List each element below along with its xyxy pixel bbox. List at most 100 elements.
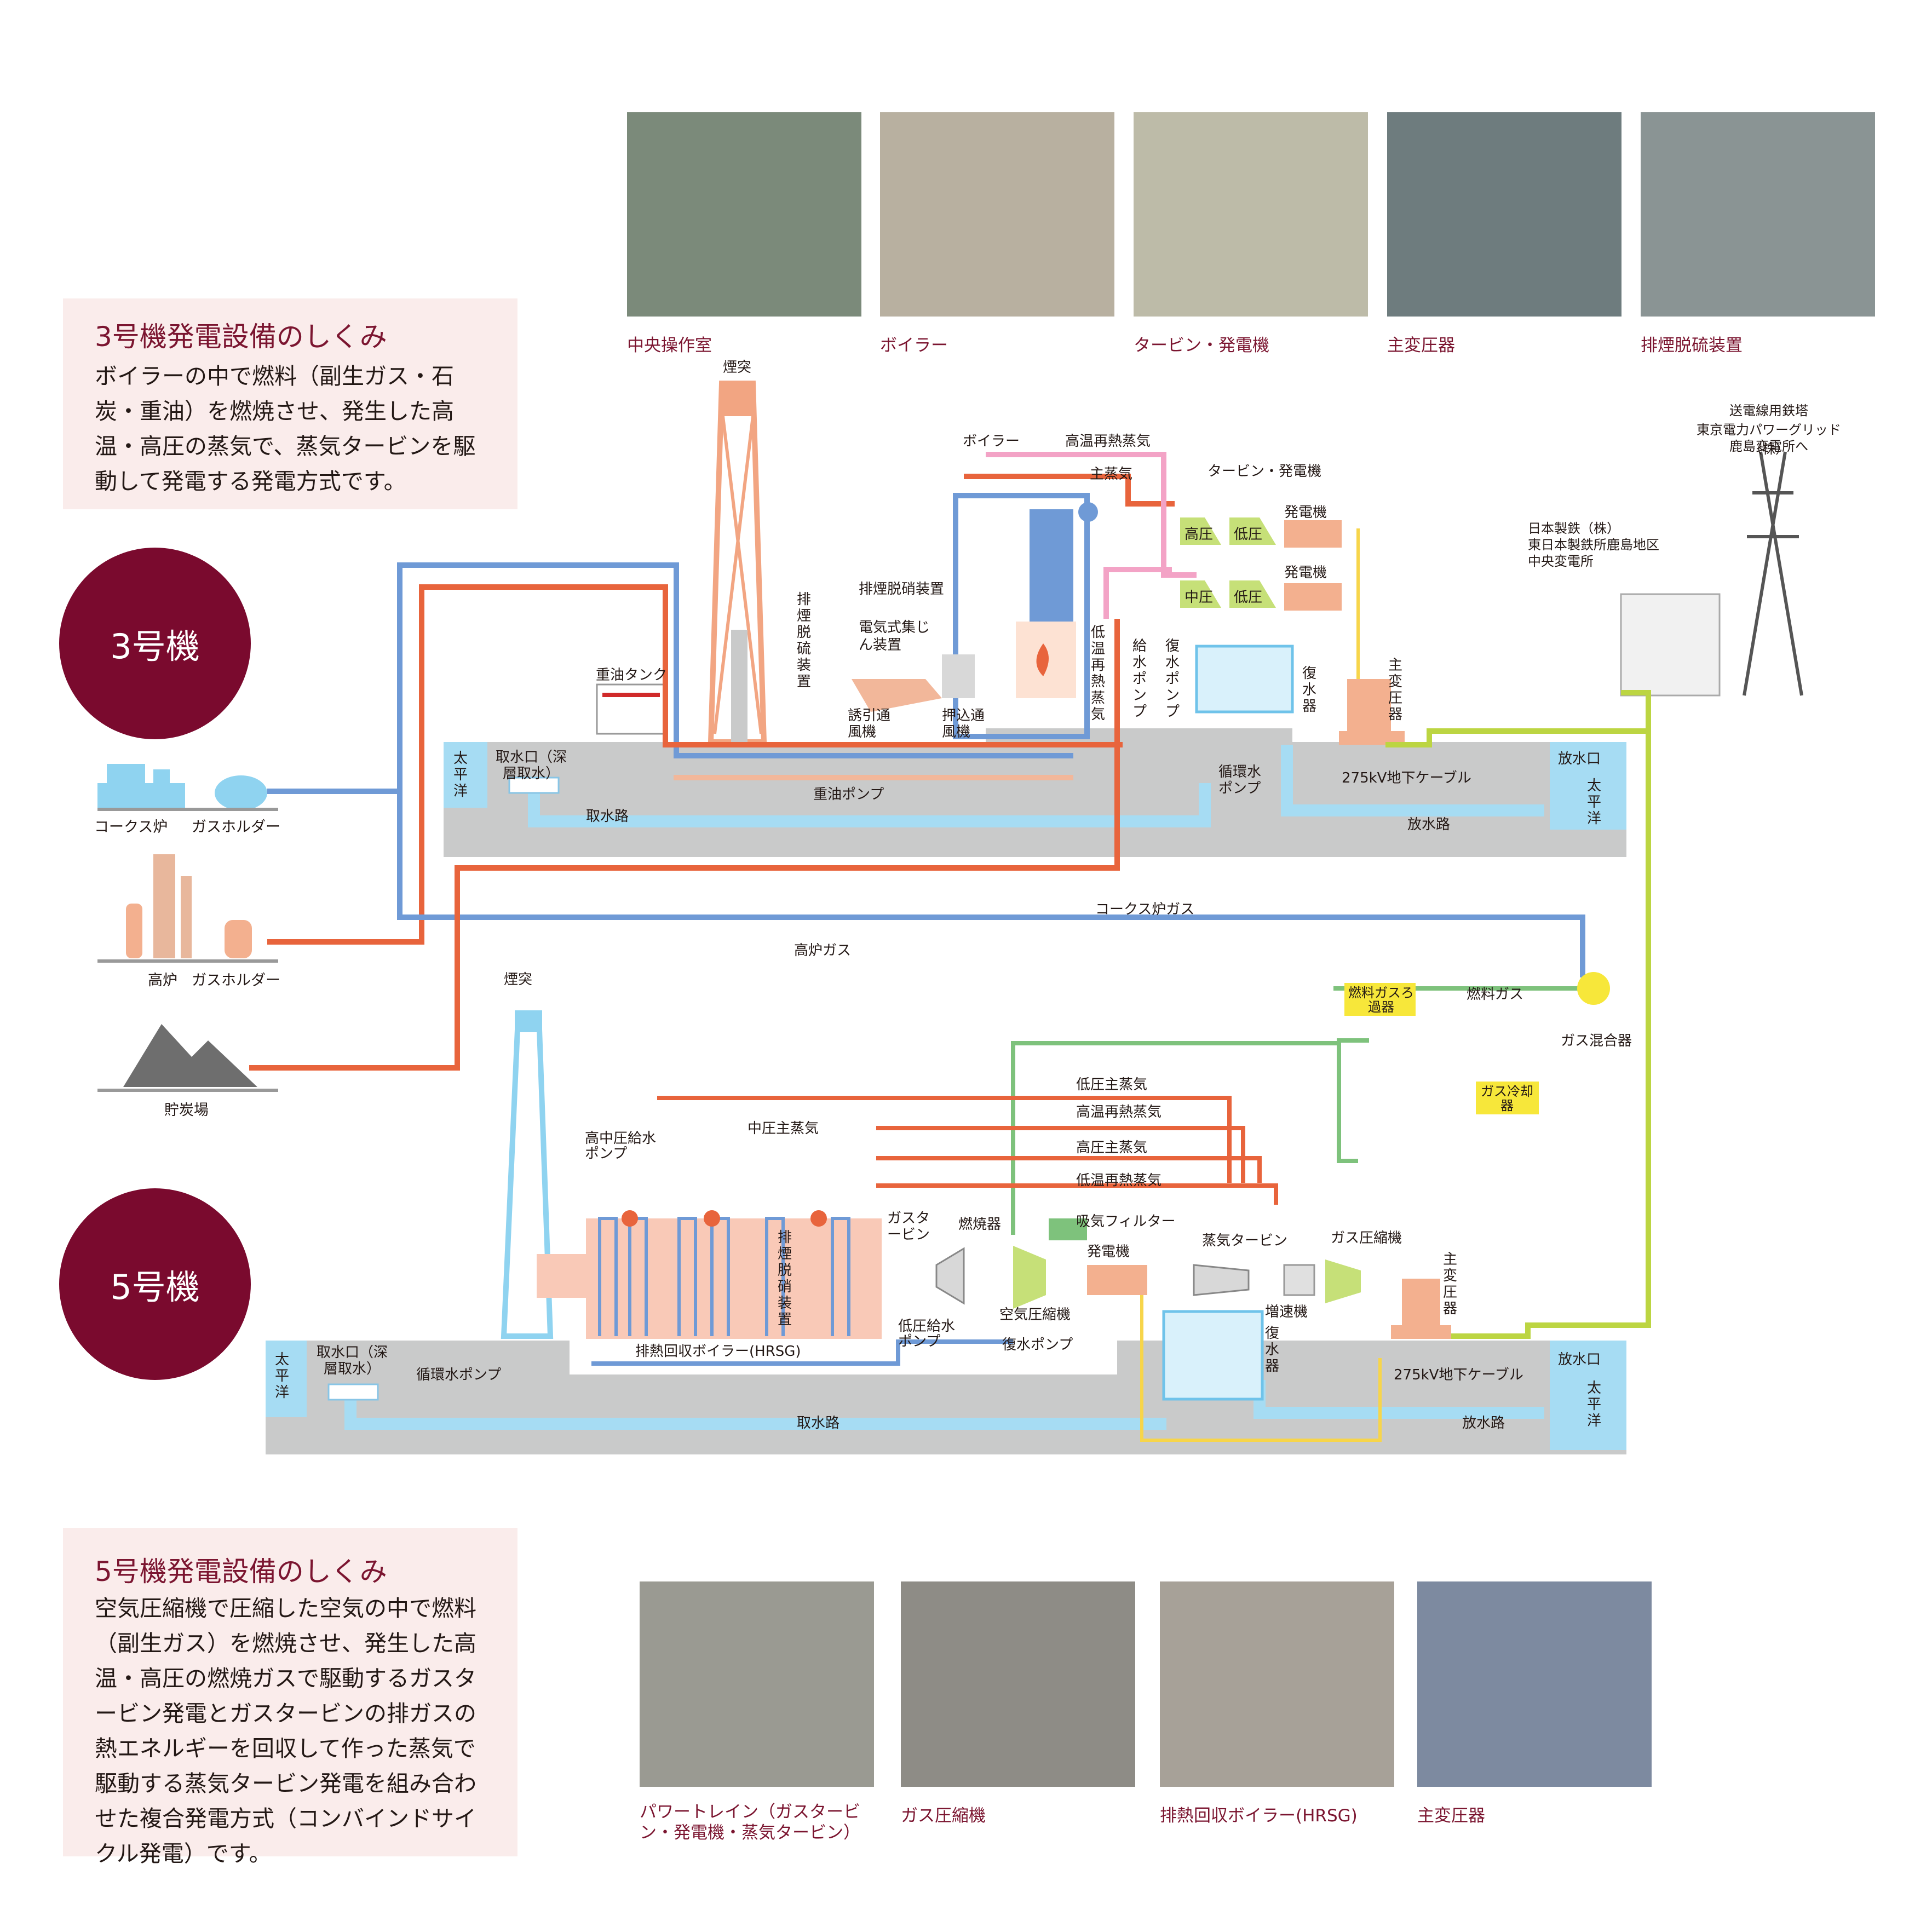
photo-transformer5: [1417, 1581, 1652, 1787]
unit5-box-title: 5号機発電設備のしくみ: [95, 1556, 387, 1588]
u3-intake-label: 取水口（深層取水）: [495, 749, 567, 782]
photo-turbine: [1134, 112, 1368, 317]
u3-hp-label: 高圧: [1185, 526, 1214, 543]
u5-condenser-label: 復水器: [1265, 1325, 1280, 1374]
u5-cond-pump-label: 復水ポンプ: [1002, 1337, 1073, 1353]
u3-tepco-label: 東京電力パワーグリッド（株）: [1697, 422, 1841, 457]
u3-tower-label: 送電線用鉄塔: [1729, 403, 1808, 418]
label-blast-furnace: 高炉: [148, 972, 177, 989]
u5-outlet-label: 放水口: [1558, 1351, 1601, 1368]
u3-pacific-left-label: 太平洋: [453, 750, 468, 800]
u5-circ-pump-label: 循環水ポンプ: [416, 1367, 502, 1383]
u5-gearbox-label: 増速機: [1265, 1304, 1308, 1320]
u5-hrsg-label: 排熱回収ボイラー(HRSG): [635, 1343, 801, 1360]
unit3-turbines: [1180, 517, 1405, 745]
u5-steam-turbine-label: 蒸気タービン: [1202, 1233, 1288, 1249]
unit3-boiler: [852, 493, 1098, 739]
unit5-hrsg: [537, 1210, 882, 1339]
unit5-powertrain: [935, 1218, 1451, 1401]
label-coal-yard: 貯炭場: [164, 1102, 209, 1119]
u5-cold-reheat-label: 低温再熱蒸気: [1076, 1172, 1162, 1189]
label-gasholder-1: ガスホルダー: [192, 819, 280, 836]
u5-ip-main-label: 中圧主蒸気: [748, 1120, 819, 1137]
u3-pacific-right-label: 太平洋: [1587, 778, 1602, 827]
caption-powertrain: パワートレイン（ガスタービン・発電機・蒸気タービン）: [640, 1802, 860, 1843]
u3-east-works-label: 東日本製鉄所鹿島地区: [1528, 537, 1659, 553]
u3-cond-pump-label: 復水ポンプ: [1165, 638, 1180, 720]
unit5-pacific-right: [1550, 1341, 1626, 1450]
u5-intake-label: 取水口（深層取水）: [316, 1344, 388, 1377]
u3-circ-pump-label: 循環水ポンプ: [1218, 764, 1262, 797]
u3-nippon-steel-label: 日本製鉄（株）: [1528, 521, 1620, 536]
u3-esp-label: 電気式集じん装置: [859, 619, 930, 653]
unit5-site: [266, 1336, 1626, 1454]
bf-gas-label: 高炉ガス: [794, 942, 852, 959]
u5-gas-cooler-label: ガス冷却器: [1481, 1084, 1533, 1113]
coke-oven-icon: [97, 764, 278, 811]
u3-lp2-label: 低圧: [1234, 589, 1263, 606]
u3-feed-pump-label: 給水ポンプ: [1132, 638, 1147, 720]
coal-yard-icon: [97, 1024, 278, 1092]
coke-gas-label: コークス炉ガス: [1095, 901, 1195, 918]
photo-powertrain: [640, 1581, 874, 1787]
u5-gas-turbine-label: ガスタービン: [887, 1210, 930, 1243]
u5-air-filter-label: 吸気フィルター: [1076, 1213, 1176, 1230]
u3-chimney-label: 煙突: [723, 359, 752, 376]
u3-main-steam-label: 主蒸気: [1090, 466, 1133, 482]
unit5-description-box: 5号機発電設備のしくみ 空気圧縮機で圧縮した空気の中で燃料（副生ガス）を燃焼させ…: [63, 1528, 518, 1867]
u5-pacific-right-label: 太平洋: [1587, 1380, 1602, 1429]
photo-hrsg: [1160, 1581, 1394, 1787]
u5-fuel-gas-label: 燃料ガス: [1467, 986, 1524, 1003]
blast-furnace-icon: [97, 854, 278, 963]
u5-fuel-filter-label: 燃料ガスろ過器: [1348, 985, 1414, 1015]
unit3-pacific-left: [444, 742, 487, 808]
u3-intake-channel-label: 取水路: [586, 808, 629, 825]
u5-gas-mixer-label: ガス混合器: [1561, 1033, 1632, 1049]
u3-kashima-label: 鹿島変電所へ: [1729, 439, 1808, 454]
unit3-description-box: 3号機発電設備のしくみ ボイラーの中で燃料（副生ガス・石炭・重油）を燃焼させ、発…: [63, 298, 518, 509]
u5-cable-label: 275kV地下ケーブル: [1394, 1367, 1523, 1383]
unit5-fuel-system: [1344, 972, 1610, 1114]
caption-boiler: ボイラー: [880, 336, 948, 355]
photo-gas-compressor: [901, 1581, 1135, 1787]
transmission-tower: [1620, 451, 1803, 697]
u5-hp-main-label: 高圧主蒸気: [1076, 1140, 1148, 1156]
unit3-oil-tank: [596, 683, 666, 735]
unit3-box-text: ボイラーの中で燃料（副生ガス・石炭・重油）を燃焼させ、発生した高温・高圧の蒸気で…: [95, 363, 476, 494]
caption-control-room: 中央操作室: [627, 336, 712, 355]
caption-transformer5: 主変圧器: [1417, 1806, 1485, 1826]
u5-hip-pump-label: 高中圧給水ポンプ: [585, 1130, 657, 1162]
u3-main-tr-label: 主変圧器: [1388, 657, 1403, 723]
u3-boiler-label: ボイラー: [963, 433, 1020, 450]
unit5-box-text: 空気圧縮機で圧縮した空気の中で燃料（副生ガス）を燃焼させ、発生した高温・高圧の燃…: [95, 1595, 476, 1867]
u5-air-compressor-label: 空気圧縮機: [999, 1307, 1071, 1323]
u5-generator-label: 発電機: [1087, 1244, 1130, 1260]
u5-combustor-label: 燃焼器: [958, 1216, 1002, 1233]
u3-hot-reheat-label: 高温再熱蒸気: [1065, 433, 1151, 450]
u5-lp-feed-pump-label: 低圧給水ポンプ: [898, 1318, 956, 1350]
u3-denox-label: 排煙脱硝装置: [859, 581, 945, 597]
u3-ip-label: 中圧: [1185, 589, 1214, 606]
caption-turbine: タービン・発電機: [1134, 336, 1269, 355]
u3-condenser-label: 復水器: [1302, 665, 1317, 715]
u5-gas-compressor-label: ガス圧縮機: [1331, 1230, 1402, 1246]
caption-transformer3: 主変圧器: [1387, 336, 1455, 355]
u3-gen1-label: 発電機: [1284, 504, 1327, 521]
unit3-badge: 3号機: [59, 548, 251, 739]
u3-oil-tank-label: 重油タンク: [596, 667, 668, 683]
unit5-pipes: [591, 690, 1651, 1442]
unit5-pacific-left: [266, 1341, 307, 1417]
u3-outlet-label: 放水口: [1558, 751, 1601, 767]
u5-denox-label: 排煙脱硝装置: [778, 1229, 792, 1328]
u5-intake-channel-label: 取水路: [797, 1415, 840, 1431]
u5-lp-main-label: 低圧主蒸気: [1076, 1077, 1148, 1093]
u5-pacific-left-label: 太平洋: [275, 1351, 290, 1401]
unit5-badge: 5号機: [59, 1188, 251, 1380]
photo-desulfurizer: [1641, 112, 1875, 317]
u3-central-sub-label: 中央変電所: [1528, 554, 1594, 569]
caption-desulfurizer: 排煙脱硫装置: [1641, 336, 1743, 355]
unit5-chimney: [501, 1010, 554, 1339]
u3-lp1-label: 低圧: [1234, 526, 1263, 543]
u3-cold-reheat-label: 低温再熱蒸気: [1091, 624, 1106, 723]
